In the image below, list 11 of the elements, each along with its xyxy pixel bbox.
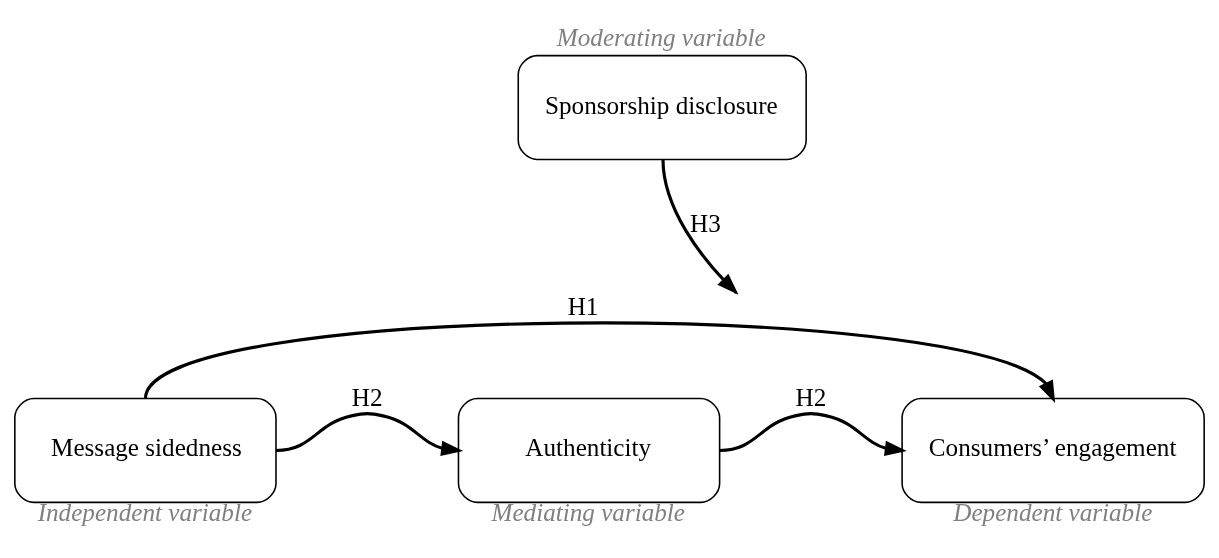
node-box: Message sidedness: [14, 397, 277, 504]
edge-label: H2: [351, 384, 383, 412]
node-box: Authenticity: [457, 397, 721, 504]
node-label: Moderating variable: [556, 23, 766, 51]
arrow: [719, 412, 907, 456]
edge-label: H1: [567, 292, 599, 320]
arrow: [275, 412, 464, 456]
node-box: Consumers’ engagement: [901, 397, 1205, 504]
edge-label: H3: [690, 209, 721, 237]
node-box: Sponsorship disclosure: [517, 54, 807, 161]
edge-label: H2: [795, 384, 827, 412]
